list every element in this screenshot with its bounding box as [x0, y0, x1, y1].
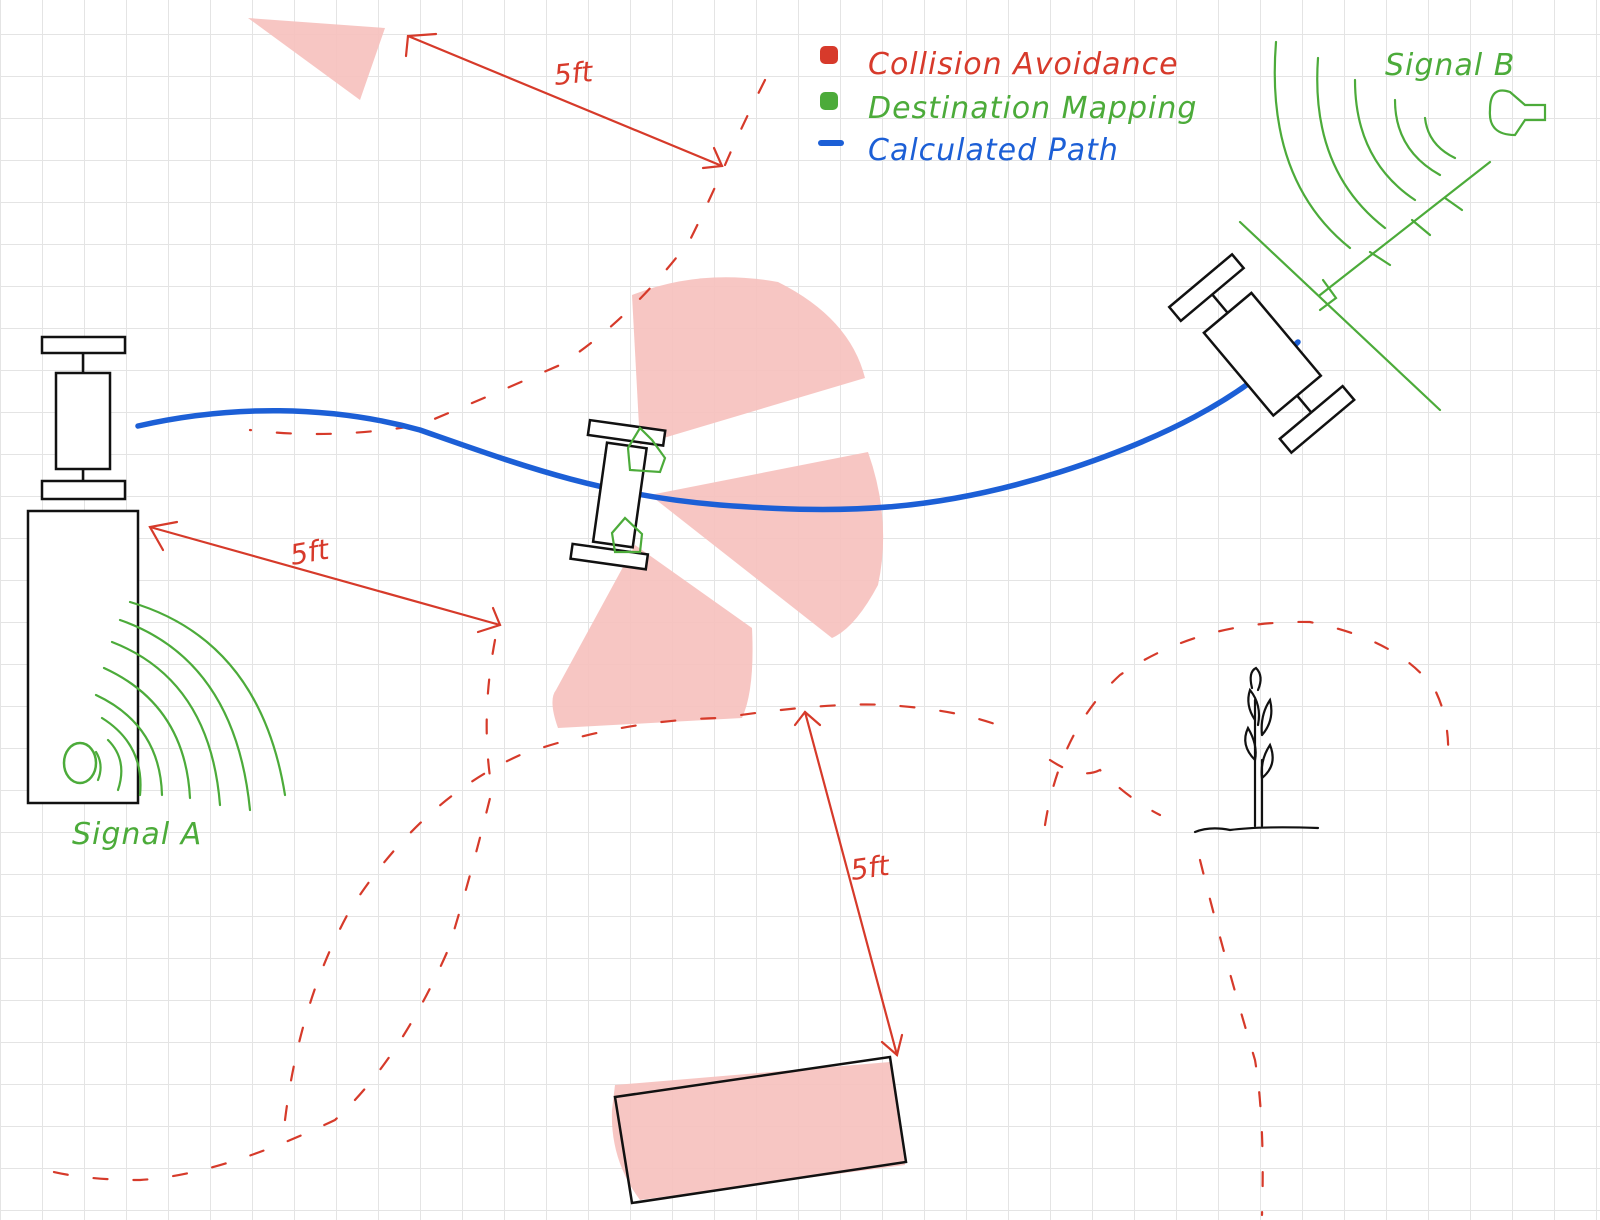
left-robot	[40, 335, 127, 501]
legend-label-collision: Collision Avoidance	[868, 47, 1179, 82]
lower-sensor-cone	[552, 545, 753, 728]
left-robot-bottom-wheel	[40, 479, 127, 501]
signal-a-station	[26, 509, 140, 805]
center-loop-dashed	[283, 703, 1012, 1122]
right-robot-top-wheel	[1167, 252, 1246, 323]
legend-swatch-collision	[820, 46, 838, 64]
destination-marker-upper	[626, 426, 667, 474]
legend: Collision Avoidance Destination Mapping …	[818, 46, 1197, 168]
left-distance-label: 5ft	[287, 533, 332, 572]
center-robot	[569, 418, 667, 571]
right-robot	[1167, 252, 1356, 455]
signal-a-label: Signal A	[72, 817, 202, 852]
center-robot-bottom-wheel	[569, 542, 650, 571]
bottom-distance-arrow	[793, 710, 904, 1058]
left-loop-dashed	[28, 638, 497, 1182]
distance-arrows	[148, 32, 904, 1058]
top-distance-arrow	[404, 32, 724, 170]
signal-a-waves	[94, 600, 287, 812]
legend-label-path: Calculated Path	[868, 133, 1119, 168]
left-distance-arrow	[148, 520, 502, 634]
legend-label-destination: Destination Mapping	[868, 91, 1197, 126]
legend-swatch-path	[818, 140, 844, 146]
left-robot-top-wheel	[40, 335, 127, 355]
upper-boundary-dashed	[248, 78, 767, 436]
signal-b-speaker-icon	[1488, 89, 1547, 137]
signal-b-normal	[1318, 160, 1492, 297]
plant-obstacle	[1193, 666, 1320, 834]
bottom-box-obstacle	[613, 1055, 908, 1205]
signal-b-label: Signal B	[1385, 48, 1515, 83]
signal-b-waves	[1273, 40, 1457, 250]
signal-b-baseline	[1238, 220, 1442, 412]
right-robot-bottom-wheel	[1278, 384, 1356, 455]
right-hump-dashed	[1043, 620, 1450, 827]
destination-marker-lower	[610, 516, 644, 554]
middle-sensor-cone	[650, 452, 884, 638]
legend-swatch-destination	[820, 92, 838, 110]
right-vertical-dashed	[1198, 858, 1264, 1217]
upper-sensor-cone	[632, 277, 865, 445]
left-robot-body	[54, 371, 112, 471]
top-distance-label: 5ft	[552, 55, 595, 92]
destination-markers	[610, 426, 667, 554]
calculated-path-line	[135, 339, 1301, 513]
right-angle-marker	[1318, 278, 1338, 312]
small-hump-dashed	[1048, 758, 1162, 817]
signal-a-speaker-icon	[62, 741, 98, 785]
center-robot-top-wheel	[586, 418, 667, 447]
right-robot-body	[1202, 291, 1323, 418]
bottom-distance-label: 5ft	[848, 849, 892, 887]
signal-b-emitter	[1238, 40, 1547, 412]
collision-boundaries	[28, 78, 1450, 1217]
collision-zones	[248, 18, 905, 1200]
bottom-box-obstacle-fill	[611, 1062, 905, 1200]
signal-a-emitter	[62, 600, 287, 812]
top-triangle-obstacle	[248, 18, 385, 100]
